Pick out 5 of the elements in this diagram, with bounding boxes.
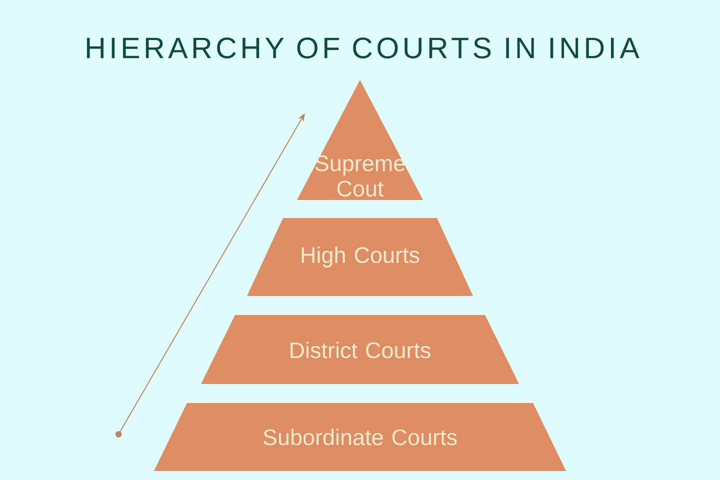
pyramid-tier: District Courts <box>201 315 519 384</box>
pyramid-tier: High Courts <box>247 218 473 296</box>
title: HIERARCHY OF COURTS IN INDIA <box>86 38 640 58</box>
pyramid-tier: Subordinate Courts <box>154 403 566 471</box>
pyramid-tier: Supreme Cout <box>297 80 423 200</box>
